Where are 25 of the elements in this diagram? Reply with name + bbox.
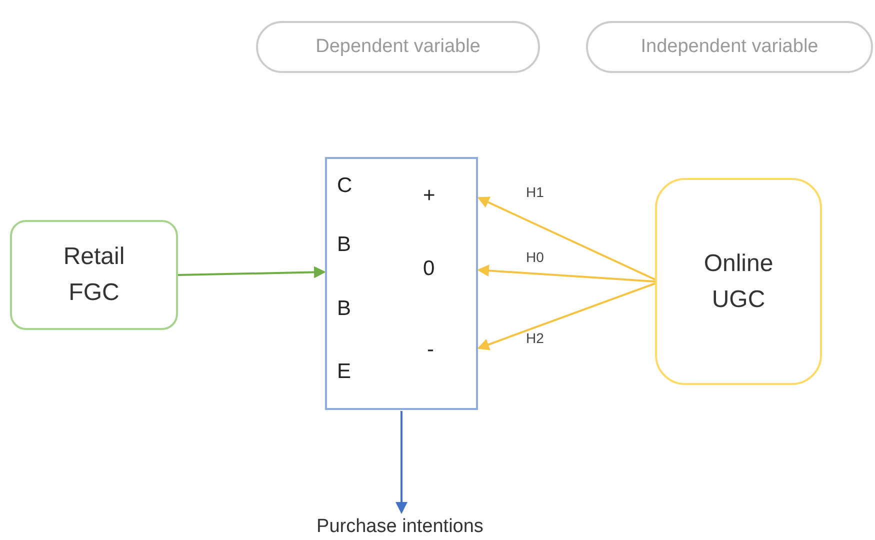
node-label: Retail FGC <box>62 242 126 308</box>
node-label: Independent variable <box>640 34 818 59</box>
arrow <box>477 264 656 282</box>
legend-pill <box>256 21 540 73</box>
construct-letter: B <box>337 296 352 322</box>
construct-box <box>325 157 478 410</box>
construct-letter: + <box>423 183 436 209</box>
edge-label: H2 <box>526 329 544 348</box>
arrow <box>477 196 656 280</box>
construct-letter: - <box>427 337 434 363</box>
process-box <box>10 220 178 330</box>
process-box <box>655 178 822 385</box>
arrow <box>396 411 408 514</box>
construct-letter: C <box>337 173 352 199</box>
construct-letter: E <box>337 359 352 385</box>
node-label: Dependent variable <box>316 34 480 59</box>
legend-pill <box>586 21 873 73</box>
node-label: Purchase intentions <box>316 514 484 539</box>
node-label: Online UGC <box>702 248 774 314</box>
arrow <box>178 266 326 278</box>
arrow <box>477 282 656 350</box>
construct-letter: B <box>337 232 352 258</box>
edge-label: H1 <box>526 183 544 202</box>
construct-letter: 0 <box>423 256 435 282</box>
edge-label: H0 <box>526 248 544 267</box>
